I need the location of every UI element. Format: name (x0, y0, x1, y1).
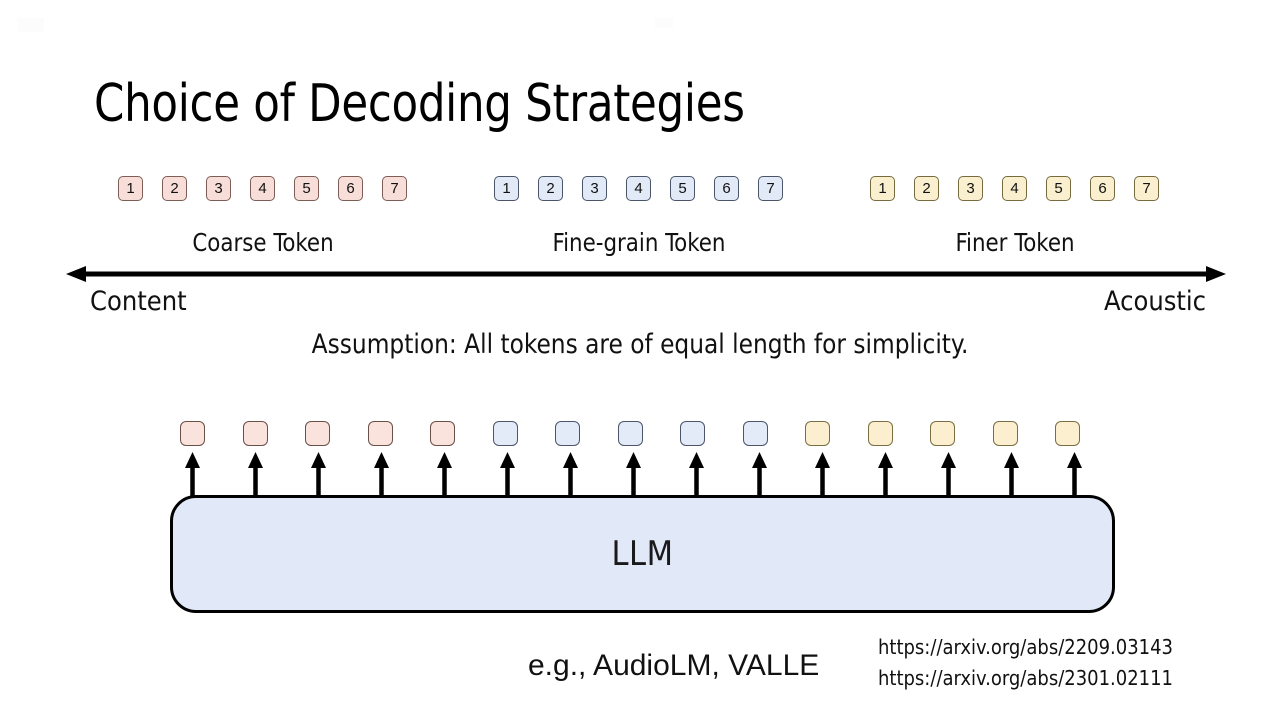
token-box-fine-1[interactable]: 1 (494, 176, 519, 201)
output-token-10[interactable] (742, 421, 768, 446)
output-token-strip (180, 421, 1080, 446)
token-box-finer-4[interactable]: 4 (1002, 176, 1027, 201)
output-token-15[interactable] (1055, 421, 1080, 446)
output-token-4[interactable] (367, 421, 393, 446)
assumption-note-text: Assumption: All tokens are of equal leng… (311, 329, 969, 360)
output-token-11[interactable] (805, 421, 830, 446)
token-group-coarse: 1 2 3 4 5 6 7 Coarse Token (118, 176, 407, 257)
token-row-finer: 1 2 3 4 5 6 7 (870, 176, 1159, 201)
token-box-fine-4[interactable]: 4 (626, 176, 651, 201)
reference-link-2[interactable]: https://arxiv.org/abs/2301.02111 (878, 666, 1173, 690)
token-group-fine: 1 2 3 4 5 6 7 Fine-grain Token (494, 176, 783, 257)
token-box-fine-6[interactable]: 6 (714, 176, 739, 201)
output-token-9[interactable] (680, 421, 705, 446)
token-box-finer-5[interactable]: 5 (1046, 176, 1071, 201)
output-token-2[interactable] (242, 421, 268, 446)
token-box-fine-3[interactable]: 3 (582, 176, 607, 201)
token-row-coarse: 1 2 3 4 5 6 7 (118, 176, 407, 201)
output-token-8[interactable] (617, 421, 643, 446)
token-box-finer-2[interactable]: 2 (914, 176, 939, 201)
token-box-coarse-6[interactable]: 6 (338, 176, 363, 201)
output-token-3[interactable] (305, 421, 330, 446)
token-box-finer-3[interactable]: 3 (958, 176, 983, 201)
token-box-fine-7[interactable]: 7 (758, 176, 783, 201)
token-group-finer: 1 2 3 4 5 6 7 Finer Token (870, 176, 1159, 257)
reference-list: https://arxiv.org/abs/2209.03143 https:/… (878, 632, 1173, 694)
axis-label-content: Content (90, 286, 187, 317)
token-group-label-finer: Finer Token (954, 228, 1075, 257)
token-row-fine: 1 2 3 4 5 6 7 (494, 176, 783, 201)
token-box-coarse-4[interactable]: 4 (250, 176, 275, 201)
token-box-finer-1[interactable]: 1 (870, 176, 895, 201)
token-group-label-fine: Fine-grain Token (552, 228, 725, 257)
output-token-12[interactable] (867, 421, 893, 446)
token-box-finer-6[interactable]: 6 (1090, 176, 1115, 201)
page-title: Choice of Decoding Strategies (94, 74, 745, 134)
output-token-13[interactable] (930, 421, 955, 446)
token-box-coarse-2[interactable]: 2 (162, 176, 187, 201)
llm-block[interactable]: LLM (170, 495, 1115, 613)
llm-block-label: LLM (611, 534, 674, 574)
output-token-6[interactable] (492, 421, 518, 446)
example-caption: e.g., AudioLM, VALLE (528, 649, 820, 682)
output-token-14[interactable] (992, 421, 1018, 446)
content-acoustic-axis-arrow (66, 264, 1226, 284)
token-group-label-coarse: Coarse Token (191, 228, 334, 257)
corner-artifact-top-left (18, 18, 44, 32)
token-box-coarse-1[interactable]: 1 (118, 176, 143, 201)
output-token-5[interactable] (430, 421, 455, 446)
token-box-coarse-7[interactable]: 7 (382, 176, 407, 201)
reference-link-1[interactable]: https://arxiv.org/abs/2209.03143 (878, 635, 1173, 659)
token-box-fine-5[interactable]: 5 (670, 176, 695, 201)
output-token-7[interactable] (555, 421, 580, 446)
axis-label-acoustic: Acoustic (1103, 286, 1206, 317)
output-token-1[interactable] (180, 421, 205, 446)
assumption-note: Assumption: All tokens are of equal leng… (0, 329, 1280, 360)
token-box-coarse-5[interactable]: 5 (294, 176, 319, 201)
token-box-finer-7[interactable]: 7 (1134, 176, 1159, 201)
token-box-fine-2[interactable]: 2 (538, 176, 563, 201)
corner-artifact-top-center (655, 18, 673, 28)
token-box-coarse-3[interactable]: 3 (206, 176, 231, 201)
